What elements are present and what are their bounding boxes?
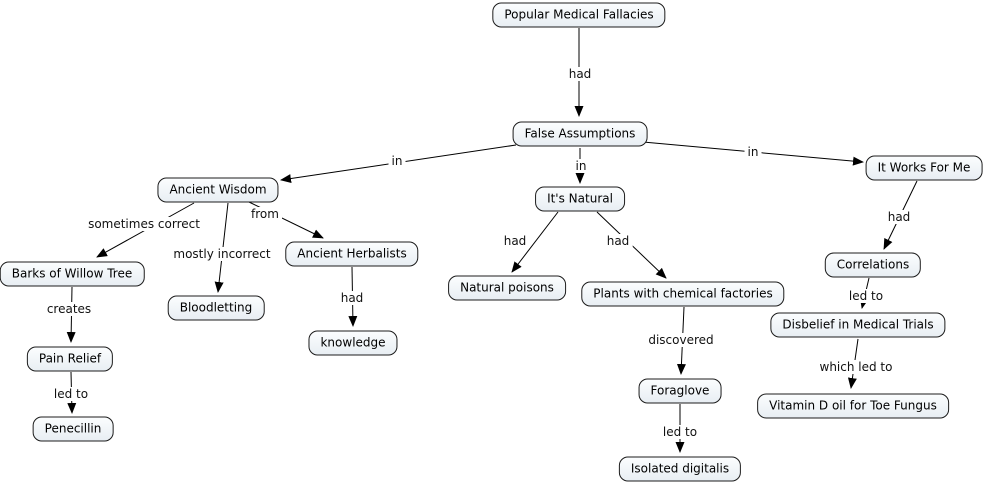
edge-label-false-assumptions-to-it-works-for-me[interactable]: in: [744, 145, 762, 159]
edge-label-ancient-herbalists-to-knowledge[interactable]: had: [337, 291, 367, 305]
edge-label-ancient-wisdom-to-bloodletting[interactable]: mostly incorrect: [170, 247, 274, 261]
concept-node-correlations[interactable]: Correlations: [824, 252, 922, 278]
edge-label-ancient-wisdom-to-barks-of-willow-tree[interactable]: sometimes correct: [85, 217, 203, 231]
concept-node-ancient-wisdom[interactable]: Ancient Wisdom: [157, 177, 279, 203]
edge-label-it-works-for-me-to-correlations[interactable]: had: [884, 210, 914, 224]
edge-label-ancient-wisdom-to-ancient-herbalists[interactable]: from: [248, 207, 282, 221]
concept-node-its-natural[interactable]: It's Natural: [535, 186, 625, 212]
concept-node-it-works-for-me[interactable]: It Works For Me: [865, 155, 983, 181]
edge-label-barks-of-willow-tree-to-pain-relief[interactable]: creates: [43, 302, 95, 316]
concept-node-ancient-herbalists[interactable]: Ancient Herbalists: [285, 241, 419, 267]
concept-node-isolated-digitalis[interactable]: Isolated digitalis: [618, 456, 742, 482]
edge-label-disbelief-in-medical-trials-to-vitamin-d-oil-for-toe-fungus[interactable]: which led to: [816, 360, 896, 374]
edge-label-correlations-to-disbelief-in-medical-trials[interactable]: led to: [845, 289, 887, 303]
concept-node-popular-medical-fallacies[interactable]: Popular Medical Fallacies: [492, 2, 666, 28]
concept-node-pain-relief[interactable]: Pain Relief: [26, 346, 114, 372]
edge-label-pain-relief-to-penecillin[interactable]: led to: [50, 387, 92, 401]
concept-node-vitamin-d-oil-for-toe-fungus[interactable]: Vitamin D oil for Toe Fungus: [757, 393, 949, 419]
concept-node-natural-poisons[interactable]: Natural poisons: [448, 275, 566, 301]
concept-node-penecillin[interactable]: Penecillin: [32, 416, 114, 442]
concept-node-foraglove[interactable]: Foraglove: [638, 378, 722, 404]
concept-node-false-assumptions[interactable]: False Assumptions: [512, 121, 648, 147]
concept-node-plants-with-chemical-factories[interactable]: Plants with chemical factories: [581, 281, 785, 307]
edge-label-false-assumptions-to-ancient-wisdom[interactable]: in: [388, 154, 406, 168]
edge-label-popular-medical-fallacies-to-false-assumptions[interactable]: had: [565, 67, 595, 81]
concept-node-bloodletting[interactable]: Bloodletting: [167, 295, 265, 321]
concept-node-barks-of-willow-tree[interactable]: Barks of Willow Tree: [0, 261, 145, 287]
edge-label-its-natural-to-natural-poisons[interactable]: had: [500, 234, 530, 248]
concept-node-knowledge[interactable]: knowledge: [308, 330, 398, 356]
edge-label-false-assumptions-to-its-natural[interactable]: in: [572, 159, 590, 173]
concept-node-disbelief-in-medical-trials[interactable]: Disbelief in Medical Trials: [770, 312, 946, 338]
edge-label-foraglove-to-isolated-digitalis[interactable]: led to: [659, 425, 701, 439]
edge-label-plants-with-chemical-factories-to-foraglove[interactable]: discovered: [645, 333, 717, 347]
edge-label-its-natural-to-plants-with-chemical-factories[interactable]: had: [603, 234, 633, 248]
